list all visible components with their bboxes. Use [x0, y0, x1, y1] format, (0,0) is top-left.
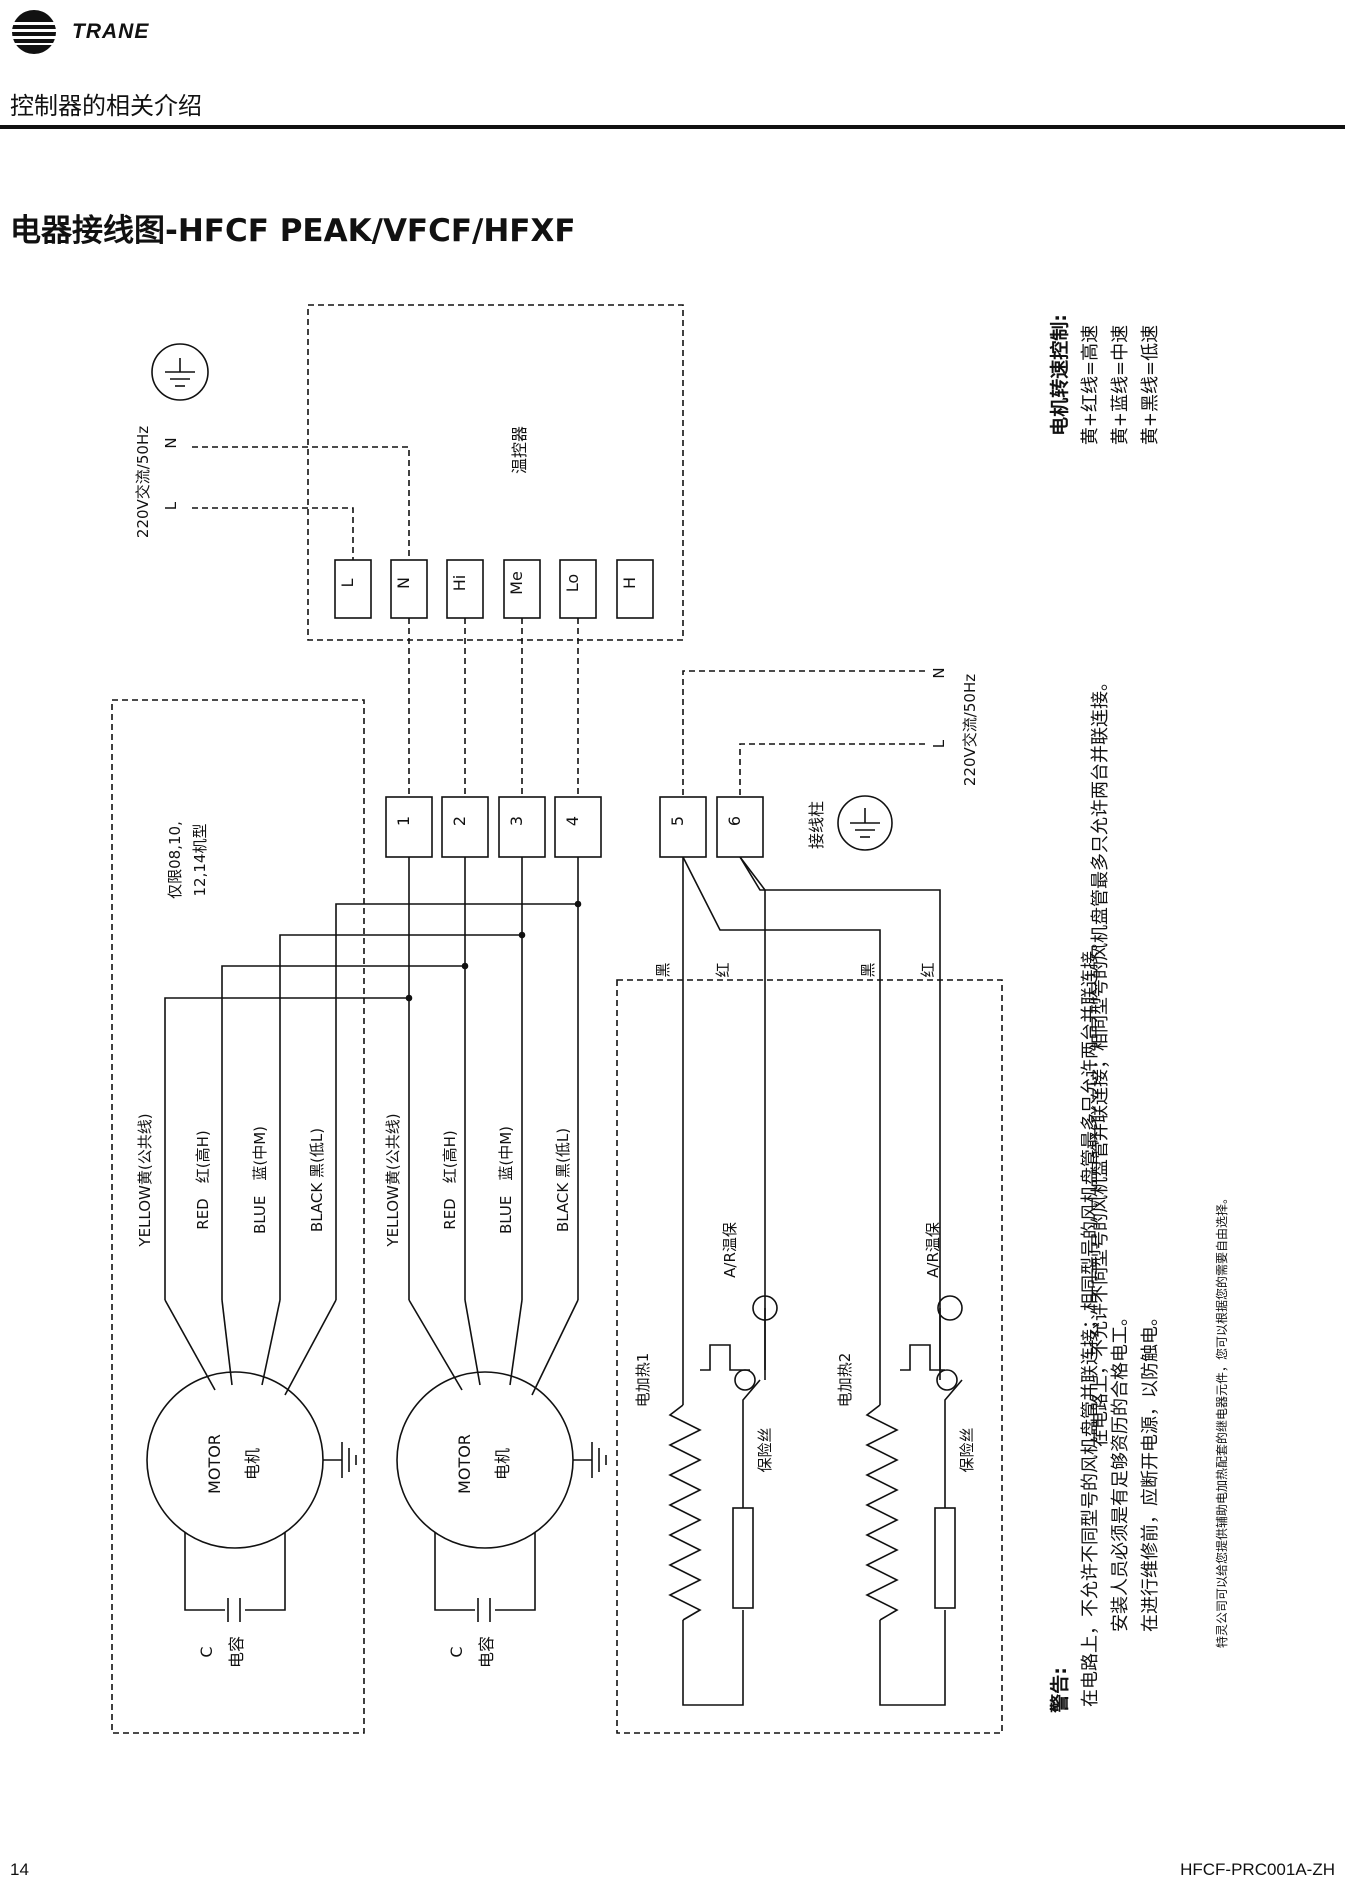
- terminal-l: L: [338, 578, 357, 587]
- heater-power-n: N: [930, 667, 948, 678]
- heater1-label: 电加热1: [634, 1353, 652, 1408]
- doc-code: HFCF-PRC001A-ZH: [1180, 1860, 1335, 1879]
- parallel-note: 在电路上，不允许不同型号的风机盘管并联连接；相同型号的风机盘管最多只允许两台并联…: [1090, 673, 1111, 1447]
- terminal-1: 1: [394, 816, 413, 826]
- motor1: [146, 1299, 357, 1622]
- page-title: 电器接线图-HFCF PEAK/VFCF/HFXF: [10, 213, 576, 249]
- terminal-lo: Lo: [563, 574, 582, 592]
- heater-section-box: [616, 979, 1003, 1734]
- terminal-me: Me: [507, 571, 526, 595]
- page-number: 14: [10, 1860, 29, 1879]
- thermostat-power-l: L: [162, 501, 180, 510]
- motor1-wire-yellow: YELLOW黄(公共线): [136, 1113, 154, 1247]
- speed-control-low: 黄+黑线=低速: [1140, 325, 1161, 445]
- motor1-feed-wires: [164, 857, 582, 1300]
- warning-line-1: 在电路上，不允许不同型号的风机盘管并联连接；相同型号的风机盘管最多只允许两台并联…: [1080, 933, 1101, 1707]
- motor1-label-en: MOTOR: [205, 1434, 224, 1494]
- terminal-block: 1 2 3 4 5 6: [385, 796, 764, 858]
- warning-title: 警告:: [1048, 1667, 1071, 1713]
- motor1-cap-c: C: [197, 1646, 216, 1657]
- heater2-wire-black: 黑: [859, 962, 877, 977]
- heater2-thermostat-label: A/R温保: [924, 1222, 942, 1278]
- motor2-wire-red: RED 红(高H): [441, 1130, 459, 1229]
- brand-name: TRANE: [72, 20, 150, 43]
- thermostat-terminals: L N Hi Me Lo H: [334, 559, 654, 619]
- heater1-wire-red: 红: [714, 962, 732, 977]
- heater1: [668, 1295, 778, 1706]
- heater2-wire-red: 红: [919, 962, 937, 977]
- terminal-4: 4: [563, 816, 582, 826]
- heater1-thermostat-label: A/R温保: [721, 1222, 739, 1278]
- heater2-fuse-label: 保险丝: [958, 1427, 976, 1472]
- motor2-cap-c: C: [447, 1646, 466, 1657]
- heater1-wire-black: 黑: [654, 962, 672, 977]
- motor2-label-zh: 电机: [493, 1448, 512, 1480]
- terminal-hi: Hi: [450, 575, 469, 591]
- speed-control-title: 电机转速控制:: [1048, 314, 1071, 436]
- speed-control-high: 黄+红线=高速: [1080, 325, 1101, 445]
- motor-section-box: [111, 699, 365, 1734]
- thermostat-power-label: 220V交流/50Hz: [134, 426, 152, 538]
- heater2-label: 电加热2: [836, 1353, 854, 1408]
- heater2: [865, 1295, 963, 1706]
- motor1-wire-black: BLACK 黑(低L): [308, 1128, 326, 1232]
- terminal-5: 5: [668, 816, 687, 826]
- terminal-ground-icon: [837, 795, 893, 851]
- heater-supply-wires: [682, 670, 925, 797]
- speed-control-mid: 黄+蓝线=中速: [1110, 325, 1131, 445]
- terminal-h: H: [620, 577, 639, 589]
- motor-note-line1: 仅限08,10,: [166, 821, 184, 899]
- section-title: 控制器的相关介绍: [10, 92, 202, 120]
- terminal-6: 6: [725, 816, 744, 826]
- thermostat-output-wires: [408, 618, 579, 797]
- thermostat-power-n: N: [162, 437, 180, 448]
- small-note: 特灵公司可以给您提供辅助电加热配套的继电器元件，您可以根据您的需要自由选择。: [1214, 1192, 1229, 1648]
- motor2-label-en: MOTOR: [455, 1434, 474, 1494]
- trane-globe-icon: [12, 10, 56, 54]
- header-rule: [0, 125, 1345, 129]
- thermostat-supply-wires: [192, 446, 410, 560]
- heater-feed-wires: [682, 856, 941, 1380]
- motor2-wire-black: BLACK 黑(低L): [554, 1128, 572, 1232]
- motor1-cap-zh: 电容: [227, 1636, 246, 1668]
- motor1-wire-blue: BLUE 蓝(中M): [251, 1126, 269, 1234]
- motor1-label-zh: 电机: [243, 1448, 262, 1480]
- warning-line-2: 安装人员必须是有足够资历的合格电工。: [1110, 1308, 1131, 1632]
- motor2-wire-blue: BLUE 蓝(中M): [497, 1126, 515, 1234]
- warning-line-3: 在进行维修前，应断开电源，以防触电。: [1140, 1308, 1161, 1632]
- heater1-fuse-label: 保险丝: [756, 1427, 774, 1472]
- terminal-post-label: 接线柱: [807, 801, 826, 849]
- heater-power-label: 220V交流/50Hz: [961, 674, 979, 786]
- motor1-wire-red: RED 红(高H): [194, 1130, 212, 1229]
- thermostat-box: [307, 304, 684, 641]
- motor-note-line2: 12,14机型: [191, 824, 209, 897]
- terminal-n: N: [394, 577, 413, 589]
- heater-power-l: L: [930, 739, 948, 748]
- thermostat-label: 温控器: [510, 426, 529, 474]
- motor2-wire-yellow: YELLOW黄(公共线): [384, 1113, 402, 1247]
- trane-logo: TRANE: [6, 8, 149, 56]
- terminal-2: 2: [450, 816, 469, 826]
- motor2: [396, 1299, 607, 1622]
- ground-icon: [151, 343, 209, 401]
- terminal-3: 3: [507, 816, 526, 826]
- motor2-cap-zh: 电容: [477, 1636, 496, 1668]
